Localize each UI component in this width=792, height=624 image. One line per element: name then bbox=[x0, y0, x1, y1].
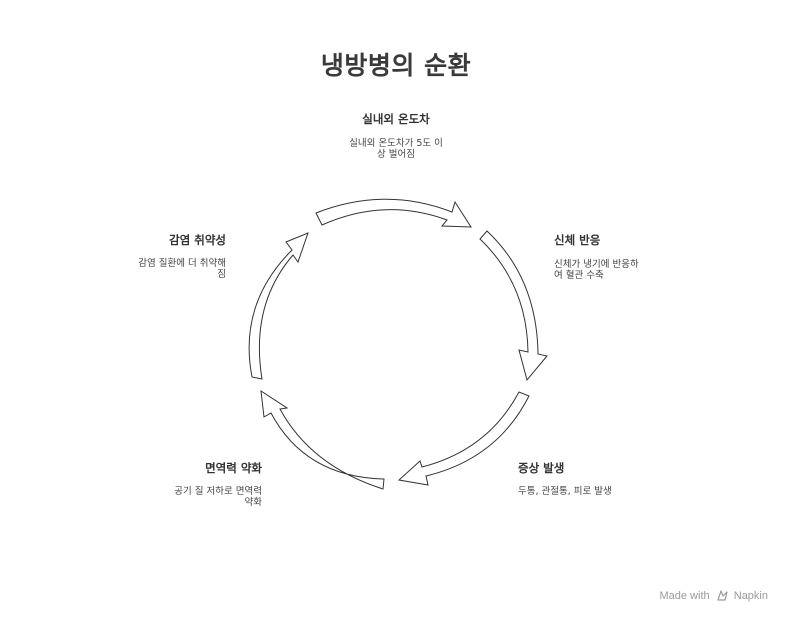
desc-line: 상 벌어짐 bbox=[377, 149, 415, 160]
arrow-top bbox=[315, 198, 472, 228]
node-title-infection-vulnerability: 감염 취약성 bbox=[169, 233, 226, 247]
node-title-immunity-weakening: 면역력 약화 bbox=[205, 461, 262, 475]
arrow-bottom bbox=[397, 391, 530, 486]
desc-line: 두통, 관절통, 피로 발생 bbox=[518, 486, 612, 497]
node-desc-body-response: 신체가 냉기에 반응하 여 혈관 수축 bbox=[554, 259, 674, 281]
arrow-upper-left bbox=[248, 232, 309, 380]
diagram-title: 냉방병의 순환 bbox=[320, 51, 472, 80]
desc-line: 짐 bbox=[217, 269, 226, 280]
node-title-body-response: 신체 반응 bbox=[554, 233, 601, 247]
arrow-right bbox=[479, 230, 548, 382]
node-desc-symptom-onset: 두통, 관절통, 피로 발생 bbox=[518, 486, 668, 497]
napkin-watermark[interactable]: Made with Napkin bbox=[659, 590, 768, 602]
desc-line: 감염 질환에 더 취약해 bbox=[138, 258, 226, 269]
watermark-made-with: Made with bbox=[659, 590, 710, 602]
desc-line: 공기 질 저하로 면역력 bbox=[174, 486, 262, 497]
arrow-left bbox=[260, 389, 385, 490]
napkin-logo-icon bbox=[717, 590, 728, 601]
desc-line: 약화 bbox=[244, 497, 262, 508]
node-desc-temperature-difference: 실내외 온도차가 5도 이 상 벌어짐 bbox=[316, 138, 476, 160]
node-desc-immunity-weakening: 공기 질 저하로 면역력 약화 bbox=[142, 486, 262, 508]
watermark-brand: Napkin bbox=[733, 590, 768, 602]
node-title-symptom-onset: 증상 발생 bbox=[518, 461, 565, 475]
desc-line: 여 혈관 수축 bbox=[554, 270, 604, 281]
desc-line: 실내외 온도차가 5도 이 bbox=[349, 138, 443, 149]
desc-line: 신체가 냉기에 반응하 bbox=[554, 259, 639, 270]
node-desc-infection-vulnerability: 감염 질환에 더 취약해 짐 bbox=[106, 258, 226, 280]
node-title-temperature-difference: 실내외 온도차 bbox=[362, 112, 430, 126]
